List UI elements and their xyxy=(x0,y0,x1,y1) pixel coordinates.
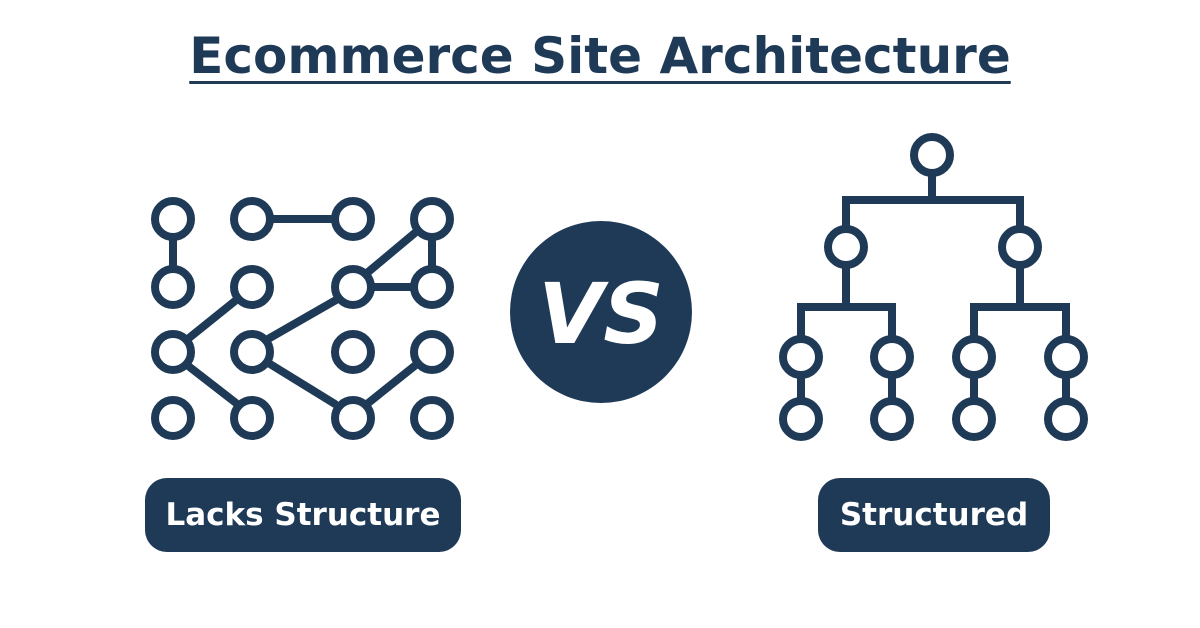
vs-label: VS xyxy=(538,265,664,363)
tree-nodes xyxy=(779,133,1088,441)
unstructured-network-icon xyxy=(151,197,454,440)
tree-links xyxy=(797,173,1070,401)
page-title: Ecommerce Site Architecture xyxy=(189,27,1011,85)
structured-label: Structured xyxy=(818,478,1050,552)
lacks-structure-label: Lacks Structure xyxy=(145,478,461,552)
vs-badge: VS xyxy=(510,221,692,403)
hierarchy-tree-icon xyxy=(779,133,1088,441)
network-nodes xyxy=(151,197,454,440)
network-links xyxy=(169,215,436,408)
